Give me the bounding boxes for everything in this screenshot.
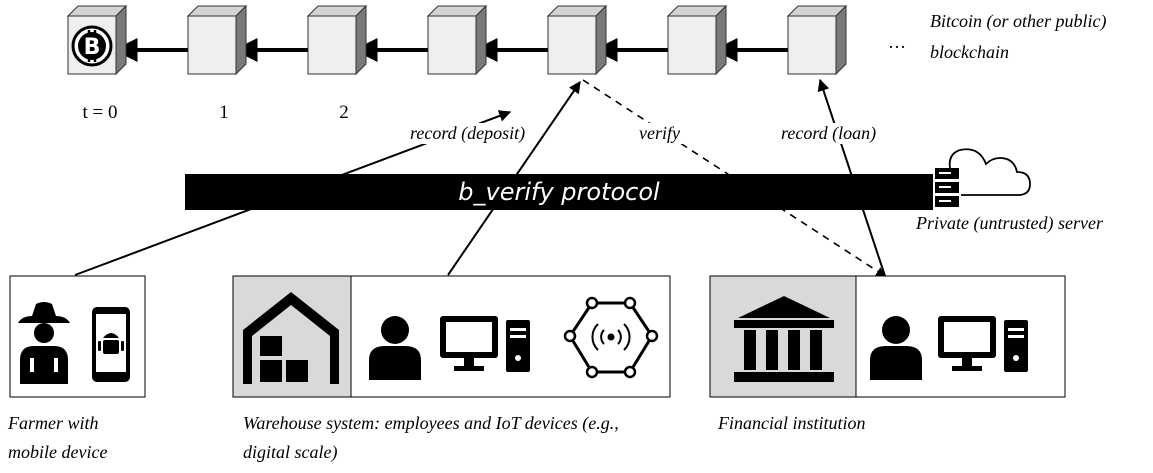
warehouse-caption: Warehouse system: employees and IoT devi… xyxy=(243,413,619,462)
cloud-icon xyxy=(948,148,1031,196)
record-loan-label: record (loan) xyxy=(778,123,880,144)
iot-sensor-icon xyxy=(563,296,659,379)
farmer-icon xyxy=(18,302,70,384)
blockchain-chain: B xyxy=(67,5,847,75)
android-phone-icon xyxy=(92,307,130,382)
time-label-0: t = 0 xyxy=(82,102,118,123)
financial-caption: Financial institution xyxy=(718,413,866,433)
verify-label: verify xyxy=(636,123,683,144)
b-verify-protocol-bar: b_verify protocol xyxy=(185,174,933,210)
bitcoin-icon: B xyxy=(71,25,113,67)
farmer-caption: Farmer with mobile device xyxy=(8,413,108,462)
block-6 xyxy=(787,5,847,75)
block-4 xyxy=(547,5,607,75)
server-icon xyxy=(935,168,959,207)
block-3 xyxy=(427,5,487,75)
time-label-1: 1 xyxy=(219,102,229,123)
server-label: Private (untrusted) server xyxy=(916,213,1103,233)
record-deposit-label: record (deposit) xyxy=(407,123,529,144)
block-5 xyxy=(667,5,727,75)
svg-text:B: B xyxy=(84,35,101,60)
ellipsis: … xyxy=(888,32,906,52)
block-2 xyxy=(307,5,367,75)
bank-icon xyxy=(734,296,834,382)
time-label-2: 2 xyxy=(339,102,349,123)
block-1 xyxy=(187,5,247,75)
blockchain-label: Bitcoin (or other public) blockchain xyxy=(930,11,1107,62)
warehouse-icon xyxy=(243,292,339,384)
verify-line xyxy=(582,79,886,277)
